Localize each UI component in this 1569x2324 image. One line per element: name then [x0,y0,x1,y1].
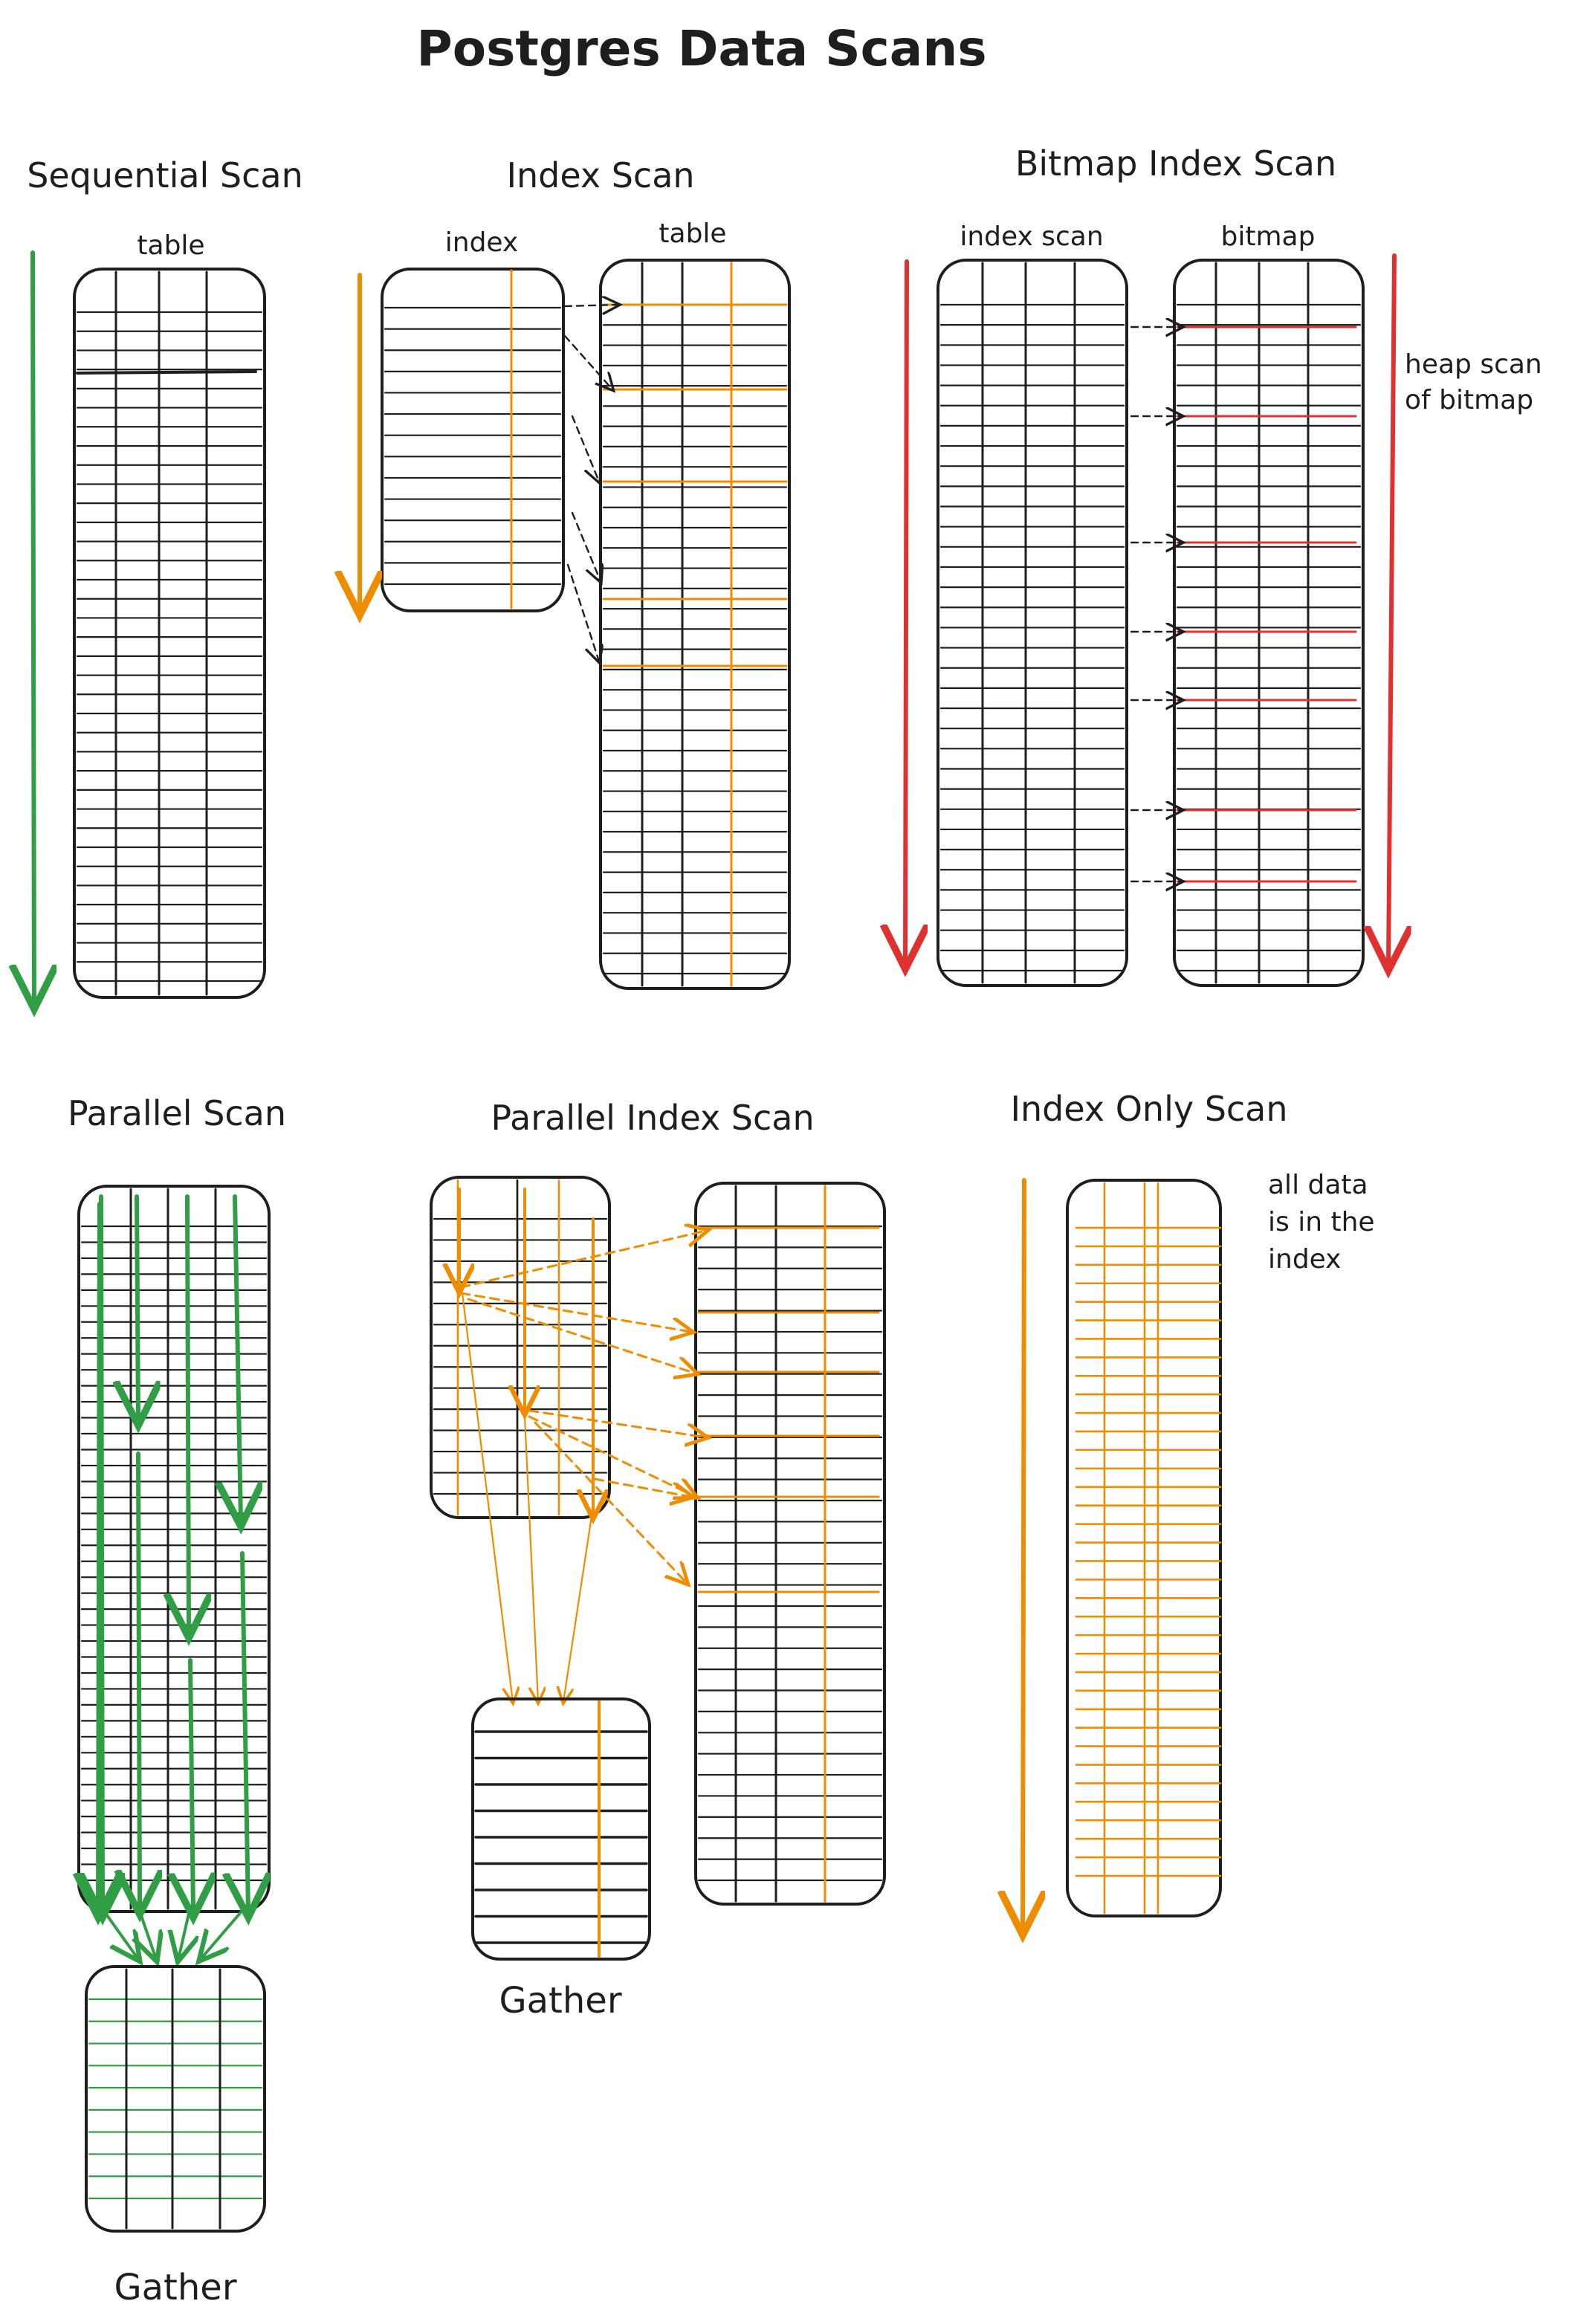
sequential-scan-arrow [33,250,34,1005]
worker-scan-arrow [137,1194,138,1421]
parallel-index-table-box [694,1182,886,1906]
index-lookup-arrow [563,334,612,389]
heap-scan-arrow [1388,253,1394,966]
index-only-scan-arrow [1023,1178,1024,1931]
sequential-scan-heading: Sequential Scan [27,155,303,195]
index-scan-table-box [599,259,791,990]
index-lookup-arrow [571,511,601,581]
index-scan-group [360,259,791,990]
gather-merge-arrow [563,1515,593,1702]
index-lookup-arrow [459,1231,706,1289]
bitmap-index-scan-group [905,253,1394,987]
bitmap-label: bitmap [1221,221,1316,252]
worker-scan-arrow [190,1658,193,1913]
index-lookup-arrow [563,305,618,306]
page-title: Postgres Data Scans [416,20,986,77]
parallel-index-scan-group [430,1176,886,1961]
index-box [381,268,565,612]
bitmap-index-box [936,259,1128,987]
index-lookup-arrow [528,1415,696,1497]
index-only-note-line3: index [1268,1244,1342,1275]
worker-scan-arrow [187,1194,189,1634]
index-lookup-arrow [534,1421,687,1583]
parallel-scan-group [77,1185,271,2233]
gather-box [471,1697,651,1961]
worker-scan-arrow [242,1551,248,1913]
gather-merge-arrow [523,1415,538,1702]
index-scan-arrow [905,259,907,965]
gather-merge-arrow [138,1906,156,1959]
parallel-table-box [77,1185,271,1913]
index-only-scan-group [1023,1178,1222,1931]
index-only-scan-heading: Index Only Scan [1010,1089,1287,1129]
heap-scan-note-line1: heap scan [1405,349,1542,380]
gather-merge-arrow [461,1292,513,1702]
index-lookup-arrow [566,563,599,661]
index-lookup-arrow [459,1292,691,1332]
worker-scan-arrow [138,1451,140,1910]
bitmap-index-scan-label: index scan [960,221,1103,252]
parallel-index-box [430,1176,611,1519]
gather-merge-arrow [100,1906,138,1959]
bitmap-index-scan-heading: Bitmap Index Scan [1015,143,1336,184]
index-lookup-arrow [467,1298,696,1373]
index-scan-index-label: index [445,227,519,258]
index-scan-heading: Index Scan [506,155,694,195]
parallel-scan-gather-label: Gather [114,2267,236,2308]
index-lookup-arrow [593,1477,691,1497]
parallel-index-scan-heading: Parallel Index Scan [491,1098,814,1138]
table-row-line [76,370,257,375]
bitmap-box [1173,259,1365,987]
worker-scan-arrow [235,1194,241,1522]
gather-box [85,1965,266,2233]
gather-merge-arrow [201,1906,247,1959]
sequential-table-box [73,268,266,999]
index-only-note-line1: all data [1268,1170,1368,1200]
index-lookup-arrow [571,415,599,482]
heap-scan-note-line2: of bitmap [1405,385,1533,415]
gather-merge-arrow [178,1906,190,1959]
sequential-scan-group [33,250,266,1005]
parallel-index-gather-label: Gather [499,1980,621,2022]
index-only-note-line2: is in the [1268,1207,1375,1237]
index-scan-table-label: table [659,219,726,249]
parallel-scan-heading: Parallel Scan [68,1093,286,1133]
index-lookup-arrow [528,1409,706,1437]
index-only-box [1066,1179,1222,1917]
sequential-table-label: table [137,230,204,261]
worker-scan-arrow [98,1202,100,1913]
